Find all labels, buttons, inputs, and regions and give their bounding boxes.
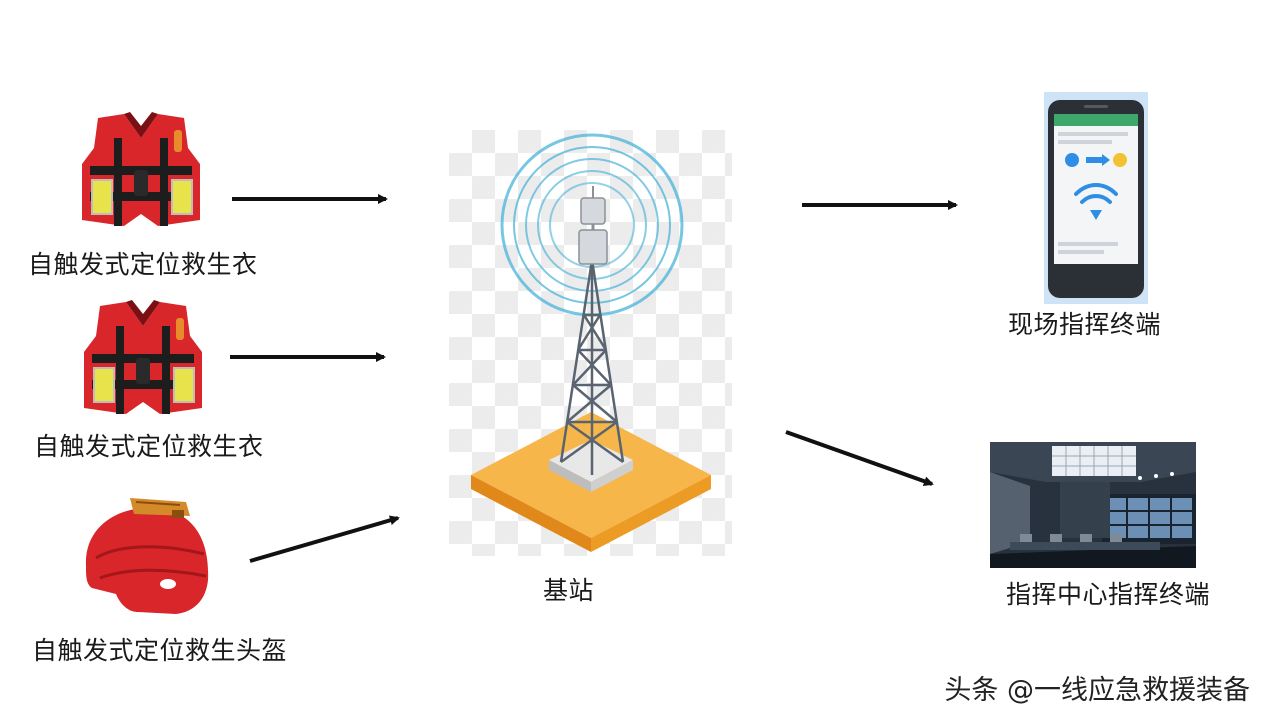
base-station-image: [449, 130, 732, 556]
terminal-label-1: 现场指挥终端: [1008, 310, 1162, 339]
command-center-image: [990, 442, 1196, 568]
rescue-helmet-image: [76, 488, 218, 620]
watermark-text: 头条 @一线应急救援装备: [944, 675, 1250, 706]
life-jacket-icon: [82, 112, 200, 226]
cell-tower-icon: [471, 133, 711, 552]
life-jacket-image-2: [78, 296, 208, 424]
arrow-station-to-center: [785, 430, 934, 487]
device-label-3: 自触发式定位救生头盔: [32, 636, 288, 665]
base-station-label: 基站: [543, 576, 595, 605]
life-jacket-image-1: [76, 108, 206, 236]
smartphone-image: [1044, 92, 1148, 304]
rescue-helmet-icon: [76, 488, 218, 620]
device-label-2: 自触发式定位救生衣: [34, 432, 264, 461]
command-center-photo: [990, 442, 1196, 568]
life-jacket-icon: [84, 300, 202, 414]
device-label-1: 自触发式定位救生衣: [28, 250, 258, 279]
arrow-helmet-to-station: [249, 515, 400, 563]
smartphone-icon: [1048, 100, 1144, 298]
terminal-label-2: 指挥中心指挥终端: [1006, 580, 1211, 609]
